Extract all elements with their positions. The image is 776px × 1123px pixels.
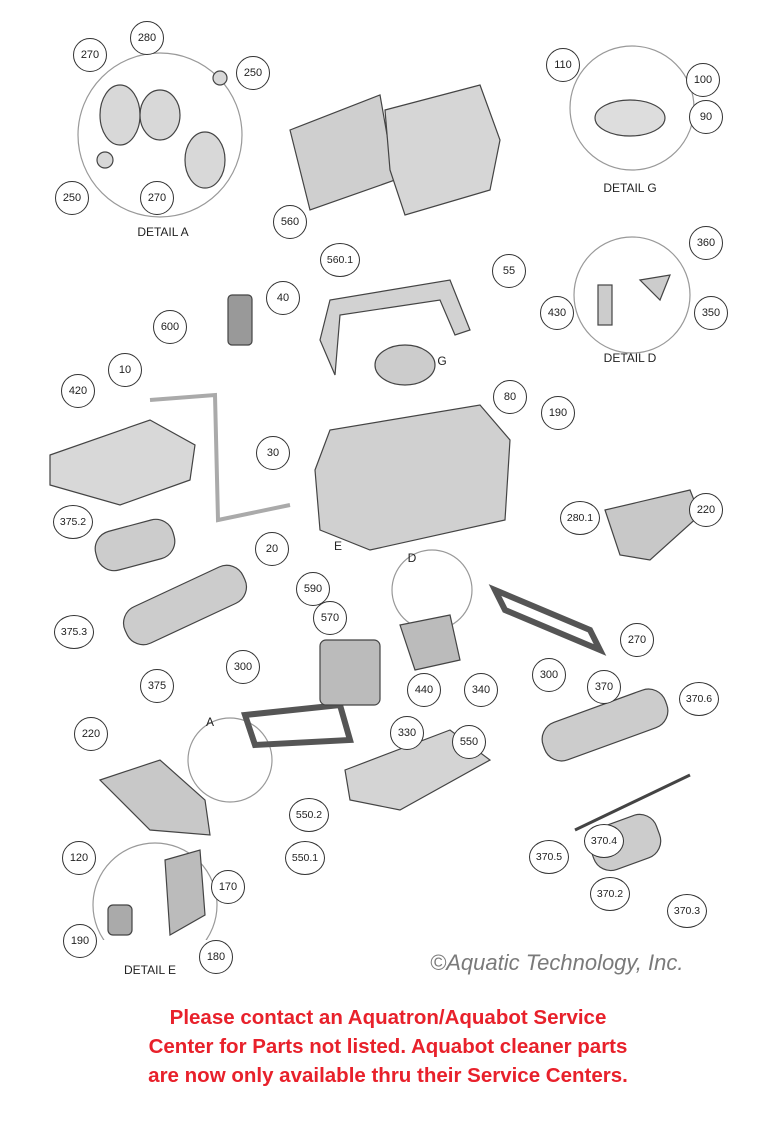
- callout-90: 90: [689, 100, 723, 134]
- pin-430: [597, 284, 613, 326]
- callout-300: 300: [532, 658, 566, 692]
- callout-170: 170: [211, 870, 245, 904]
- roller-370: [541, 688, 669, 762]
- exploded-parts-drawing: [49, 45, 701, 940]
- notice-line: Center for Parts not listed. Aquabot cle…: [148, 1035, 628, 1058]
- hose: [149, 392, 291, 523]
- detail-e-label: DETAIL E: [123, 963, 177, 977]
- impeller-cover-100: [594, 99, 666, 137]
- callout-10: 10: [108, 353, 142, 387]
- detail-a-ref-letter: A: [205, 715, 215, 729]
- callout-560: 560: [273, 205, 307, 239]
- callout-570: 570: [313, 601, 347, 635]
- callout-590: 590: [296, 572, 330, 606]
- callout-190: 190: [541, 396, 575, 430]
- callout-375: 375: [140, 669, 174, 703]
- notice-line: are now only available thru their Servic…: [148, 1064, 628, 1087]
- cleaner-body: [314, 404, 511, 551]
- detail-a-ref-circle: [187, 717, 273, 803]
- callout-20: 20: [255, 532, 289, 566]
- callout-330: 330: [390, 716, 424, 750]
- callout-350: 350: [694, 296, 728, 330]
- callout-100: 100: [686, 63, 720, 97]
- callout-30: 30: [256, 436, 290, 470]
- callout-250: 250: [55, 181, 89, 215]
- callout-80: 80: [493, 380, 527, 414]
- callout-40: 40: [266, 281, 300, 315]
- filter-screen: [289, 94, 396, 211]
- callout-550: 550: [452, 725, 486, 759]
- side-panel-220-right: [604, 489, 701, 561]
- callout-300: 300: [226, 650, 260, 684]
- callout-420: 420: [61, 374, 95, 408]
- callout-280-1: 280.1: [560, 501, 600, 535]
- callout-375-3: 375.3: [54, 615, 94, 649]
- axle: [574, 773, 691, 832]
- roller-375: [122, 564, 248, 646]
- detail-e-ref-letter: E: [333, 539, 343, 553]
- callout-375-2: 375.2: [53, 505, 93, 539]
- handle-grip: [227, 294, 253, 346]
- detail-d-circle: [573, 236, 691, 354]
- callout-190: 190: [63, 924, 97, 958]
- handle: [319, 279, 471, 376]
- callout-370-5: 370.5: [529, 840, 569, 874]
- detail-d-ref-letter: D: [407, 551, 417, 565]
- callout-600: 600: [153, 310, 187, 344]
- detail-g-ref-letter: G: [437, 354, 447, 368]
- callout-180: 180: [199, 940, 233, 974]
- callout-110: 110: [546, 48, 580, 82]
- callout-220: 220: [689, 493, 723, 527]
- callout-280: 280: [130, 21, 164, 55]
- callout-370-3: 370.3: [667, 894, 707, 928]
- callout-270: 270: [73, 38, 107, 72]
- callout-440: 440: [407, 673, 441, 707]
- callout-550-1: 550.1: [285, 841, 325, 875]
- notice-line: Please contact an Aquatron/Aquabot Servi…: [169, 1006, 607, 1029]
- callout-370: 370: [587, 670, 621, 704]
- clip-190: [107, 904, 133, 936]
- wheel-parts: [96, 70, 228, 189]
- callout-360: 360: [689, 226, 723, 260]
- callout-220: 220: [74, 717, 108, 751]
- brush-375-2: [94, 518, 176, 572]
- callout-270: 270: [620, 623, 654, 657]
- detail-a-label: DETAIL A: [137, 225, 189, 239]
- callout-250: 250: [236, 56, 270, 90]
- callout-270: 270: [140, 181, 174, 215]
- clip-170: [164, 849, 206, 936]
- service-notice: Please contact an Aquatron/Aquabot Servi…: [0, 1003, 776, 1090]
- callout-370-6: 370.6: [679, 682, 719, 716]
- pump-motor: [399, 614, 461, 671]
- callout-120: 120: [62, 841, 96, 875]
- detail-d-label: DETAIL D: [603, 351, 657, 365]
- callout-55: 55: [492, 254, 526, 288]
- impeller-350: [638, 274, 671, 302]
- impeller-plate: [374, 344, 436, 386]
- copyright-text: ©Aquatic Technology, Inc.: [430, 950, 684, 975]
- detail-e-circle: [92, 842, 218, 940]
- callout-370-4: 370.4: [584, 824, 624, 858]
- detail-a-circle: [77, 52, 243, 218]
- power-supply-box: [49, 419, 196, 506]
- callout-430: 430: [540, 296, 574, 330]
- callout-370-2: 370.2: [590, 877, 630, 911]
- belt-300-right: [488, 584, 607, 656]
- side-panel-220-left: [98, 759, 211, 836]
- drive-motor: [319, 639, 381, 706]
- top-cover: [384, 84, 501, 216]
- callout-340: 340: [464, 673, 498, 707]
- detail-g-label: DETAIL G: [603, 181, 657, 195]
- callout-560-1: 560.1: [320, 243, 360, 277]
- belt-300-left: [240, 701, 354, 749]
- callout-550-2: 550.2: [289, 798, 329, 832]
